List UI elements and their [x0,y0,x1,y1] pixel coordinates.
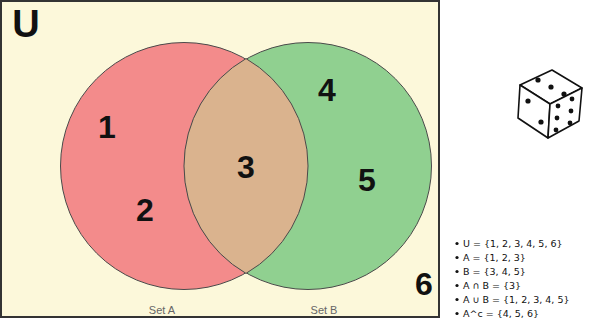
universe-label: U [12,5,39,43]
element-number: 2 [136,194,154,226]
dice-icon [518,70,582,138]
set-notation: A ∪ B = {1, 2, 3, 4, 5} [463,295,569,305]
intersection-region-fill [184,59,308,274]
set-notation: A ∩ B = {3} [463,281,521,291]
set-notation: B = {3, 4, 5} [463,267,526,277]
element-number: 6 [415,268,433,300]
universe-box: U 6 1 2Set A 4 5Set B 3 [0,0,440,318]
dice-pips [525,77,574,132]
set-notation: U = {1, 2, 3, 4, 5, 6} [463,239,563,249]
set-notation: A^c = {4, 5, 6} [463,309,539,319]
set-label: Set B [311,305,338,316]
set-circle-fill [185,43,432,290]
set-circle-fill [61,43,308,290]
element-number: 3 [237,151,255,183]
bullet-dots [455,242,458,315]
set-label: Set A [149,305,175,316]
element-number: 5 [358,164,376,196]
element-number: 1 [98,111,116,143]
element-number: 4 [318,74,336,106]
set-notation: A = {1, 2, 3} [463,253,526,263]
intersection-region: 3 [184,58,308,274]
